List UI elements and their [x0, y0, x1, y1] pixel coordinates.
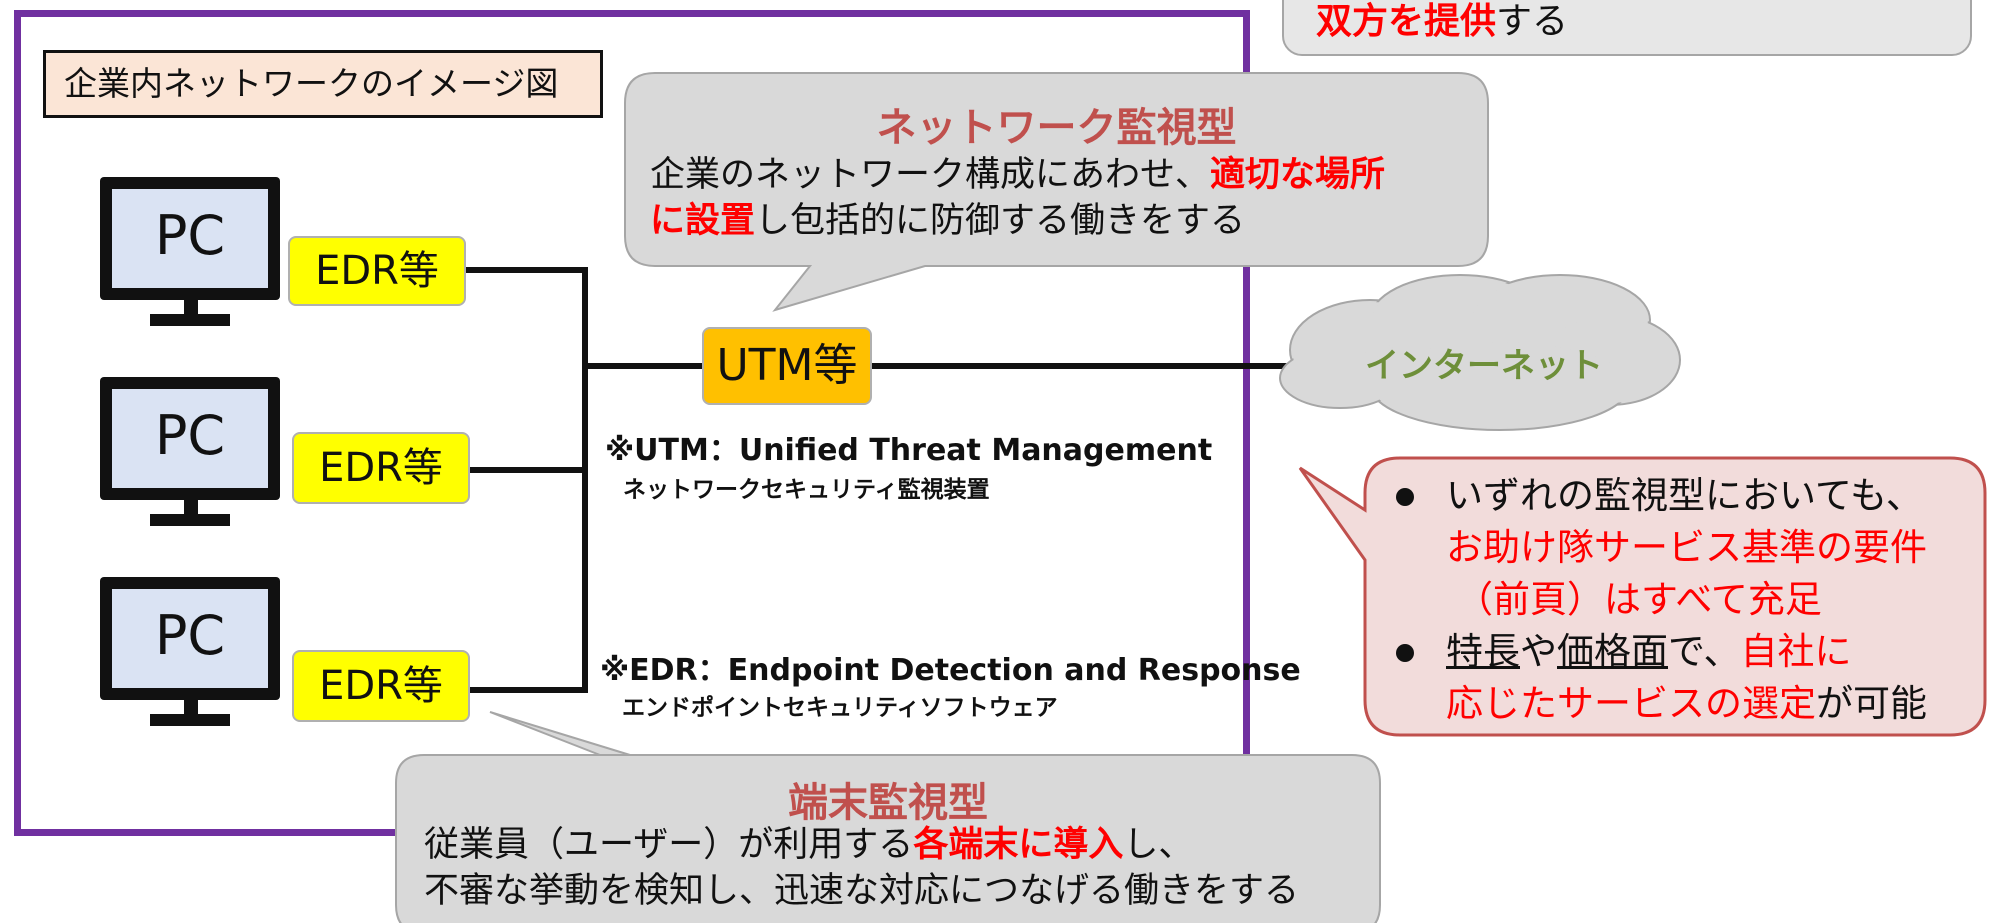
pc-label-2: PC	[154, 404, 226, 467]
network-bubble-shape	[624, 72, 1489, 312]
network-bubble-line1: 企業のネットワーク構成にあわせ、適切な場所	[650, 152, 1385, 198]
right-box-bullet-1: いずれの監視型においても、 お助け隊サービス基準の要件 （前頁）はすべて充足	[1388, 470, 1978, 626]
endpoint-bubble-line1-end: し、	[1123, 825, 1194, 865]
endpoint-bubble-heading: 端末監視型	[788, 780, 988, 826]
right-box-b2-red1: 自社に	[1740, 630, 1852, 673]
network-bubble-line2-red: に設置	[650, 201, 756, 241]
diagram-title: 企業内ネットワークのイメージ図	[43, 50, 603, 118]
utm-device: UTM等	[702, 327, 872, 405]
top-callout: 双方を提供する	[1282, 0, 1972, 56]
right-box-b2-after: で、	[1668, 630, 1741, 673]
network-bubble-line1-plain: 企業のネットワーク構成にあわせ、	[650, 155, 1211, 195]
right-box-b2-line2: 応じたサービスの選定が可能	[1446, 678, 1978, 730]
pc-label-3: PC	[154, 604, 226, 667]
right-box-shape	[1298, 456, 1987, 737]
right-box-b1-line2: お助け隊サービス基準の要件	[1446, 526, 1927, 569]
right-box-b2-u2: 価格面	[1557, 630, 1668, 673]
right-box-b2-line1: 特長や価格面で、自社に	[1446, 626, 1978, 678]
right-box-b2-mid: や	[1520, 630, 1557, 673]
edr-note-line1: ※EDR：Endpoint Detection and Response	[600, 653, 1301, 688]
endpoint-bubble-line1-plain: 従業員（ユーザー）が利用する	[424, 825, 914, 865]
network-bubble-line2: に設置し包括的に防御する働きをする	[650, 198, 1245, 244]
right-box-bullet-2: 特長や価格面で、自社に 応じたサービスの選定が可能	[1388, 626, 1978, 730]
edr-note-line2: エンドポイントセキュリティソフトウェア	[622, 695, 1058, 721]
bullet-dot-icon	[1396, 488, 1414, 506]
network-bubble-line1-red: 適切な場所	[1210, 155, 1386, 195]
edr-tag-1: EDR等	[288, 236, 466, 306]
right-box-list: いずれの監視型においても、 お助け隊サービス基準の要件 （前頁）はすべて充足 特…	[1388, 470, 1978, 730]
edr-tag-2: EDR等	[292, 432, 470, 504]
internet-label: インターネット	[1365, 346, 1603, 386]
utm-note-line1: ※UTM：Unified Threat Management	[605, 433, 1213, 468]
pc-label-1: PC	[154, 204, 226, 267]
edr-tag-3: EDR等	[292, 650, 470, 722]
endpoint-bubble-line1-red: 各端末に導入	[913, 825, 1124, 865]
endpoint-bubble-line2: 不審な挙動を検知し、迅速な対応につなげる働きをする	[424, 871, 1300, 911]
right-box-b2-end: が可能	[1816, 682, 1927, 725]
top-callout-rest: する	[1496, 1, 1569, 42]
network-bubble-heading: ネットワーク監視型	[876, 105, 1237, 151]
right-box-b2-u1: 特長	[1446, 630, 1520, 673]
bullet-dot-icon	[1396, 644, 1414, 662]
endpoint-bubble-line1: 従業員（ユーザー）が利用する各端末に導入し、	[424, 822, 1193, 868]
network-wires	[466, 267, 1290, 693]
endpoint-bubble-shape	[395, 711, 1381, 923]
wire-pc-bus	[466, 267, 588, 693]
utm-note-line2: ネットワークセキュリティ監視装置	[623, 477, 990, 503]
right-box-b1-line3: （前頁）はすべて充足	[1456, 578, 1822, 621]
network-bubble-line2-plain: し包括的に防御する働きをする	[755, 201, 1246, 241]
right-box-b1-line1: いずれの監視型においても、	[1446, 474, 1923, 517]
top-callout-highlight: 双方を提供	[1316, 1, 1497, 42]
right-box-b2-red2: 応じたサービスの選定	[1446, 682, 1816, 725]
